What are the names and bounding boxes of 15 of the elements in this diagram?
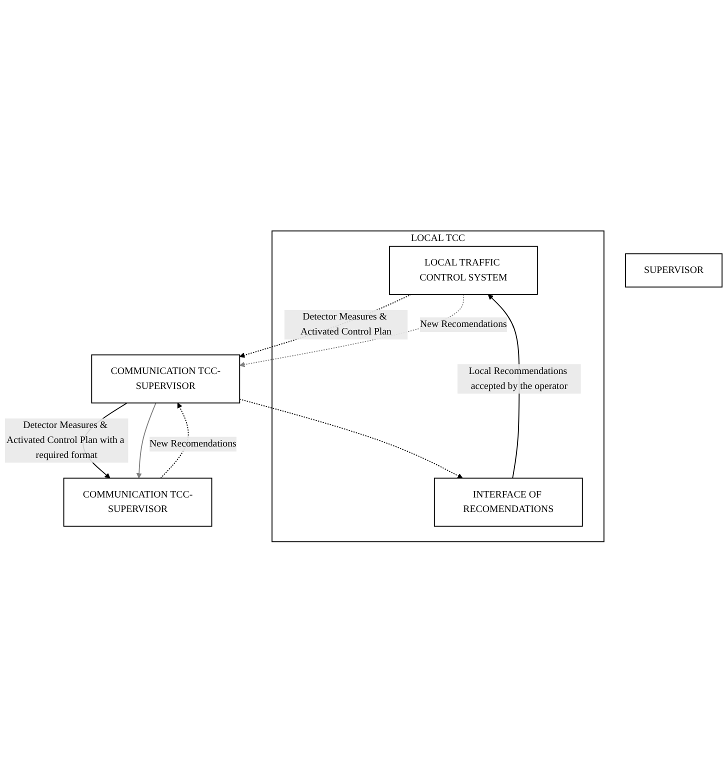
edge-label: New Recomendations bbox=[150, 438, 236, 449]
node-box: COMMUNICATION TCC-SUPERVISOR bbox=[91, 354, 240, 404]
arrow bbox=[239, 398, 463, 478]
edge-label: New Recomendations bbox=[420, 318, 507, 330]
arrow bbox=[239, 294, 464, 367]
arrow bbox=[136, 402, 156, 478]
edge-label: Local Recommendations accepted by the operator bbox=[468, 366, 568, 391]
arrow bbox=[239, 294, 412, 358]
node-box: LOCAL TRAFFIC CONTROL SYSTEM bbox=[388, 246, 538, 295]
edge-label: Detector Measures & Activated Control Plan bbox=[300, 311, 392, 337]
node-box: SUPERVISOR bbox=[625, 252, 723, 288]
edge-label: Detector Measures & Activated Control Plan with a required format bbox=[6, 420, 124, 460]
arrow bbox=[160, 402, 189, 478]
node-box: COMMUNICATION TCC-SUPERVISOR bbox=[63, 477, 212, 526]
node-box: INTERFACE OF RECOMENDATIONS bbox=[434, 477, 583, 526]
